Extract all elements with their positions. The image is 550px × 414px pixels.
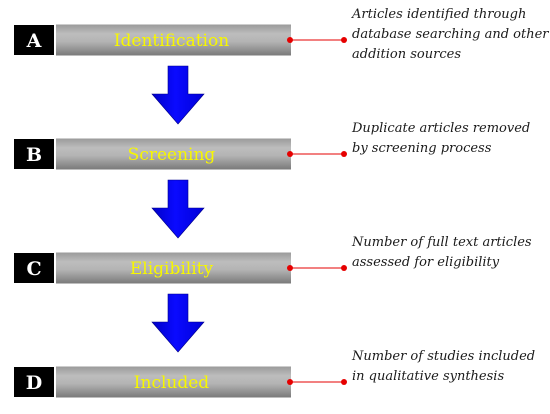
- stage-note-line: addition sources: [352, 47, 461, 62]
- stage-letter: A: [26, 30, 42, 52]
- stage-note-line: Duplicate articles removed: [351, 121, 530, 136]
- stage-c: C Eligibility Number of full text articles…: [14, 235, 532, 284]
- stage-note-line: assessed for eligibility: [352, 255, 500, 270]
- stage-title: Screening: [128, 145, 216, 165]
- down-arrow-icon: [151, 179, 205, 239]
- connector-dot-end: [341, 265, 347, 271]
- connector-dot-end: [341, 37, 347, 43]
- connector-dot-end: [341, 379, 347, 385]
- stage-note-line: in qualitative synthesis: [352, 369, 504, 384]
- stage-bar: [56, 138, 291, 170]
- stage-letter-badge: [14, 25, 54, 55]
- stage-note-line: Number of full text articles: [351, 235, 532, 250]
- stage-d: D Included Number of studies included in qu…: [14, 349, 535, 398]
- stage-a: A Identification Articles identified throu…: [14, 7, 549, 62]
- stage-letter: C: [26, 258, 41, 280]
- down-arrow-icon: [151, 65, 205, 125]
- stage-letter-badge: [14, 253, 54, 283]
- stage-note-line: Articles identified through: [351, 7, 526, 22]
- down-arrow-icon: [151, 293, 205, 353]
- connector-dot-start: [287, 379, 293, 385]
- connector-dot-start: [287, 151, 293, 157]
- connector-dot-end: [341, 151, 347, 157]
- stage-b: B Screening Duplicate articles removed by s…: [14, 121, 530, 170]
- connector-dot-start: [287, 37, 293, 43]
- stage-bar: [56, 366, 291, 398]
- stage-note-line: database searching and other: [352, 27, 549, 42]
- stage-letter-badge: [14, 139, 54, 169]
- stage-title: Included: [134, 373, 210, 393]
- stage-bar: [56, 252, 291, 284]
- stage-letter: B: [26, 144, 42, 166]
- connector-dot-start: [287, 265, 293, 271]
- stage-letter: D: [26, 372, 42, 394]
- stage-title: Eligibility: [130, 259, 214, 279]
- stage-note-line: by screening process: [352, 141, 492, 156]
- stage-bar: [56, 24, 291, 56]
- stage-title: Identification: [114, 31, 229, 51]
- stage-letter-badge: [14, 367, 54, 397]
- arrows-layer: [151, 65, 205, 353]
- stage-note-line: Number of studies included: [351, 349, 535, 364]
- stages-layer: A Identification Articles identified throu…: [14, 7, 549, 398]
